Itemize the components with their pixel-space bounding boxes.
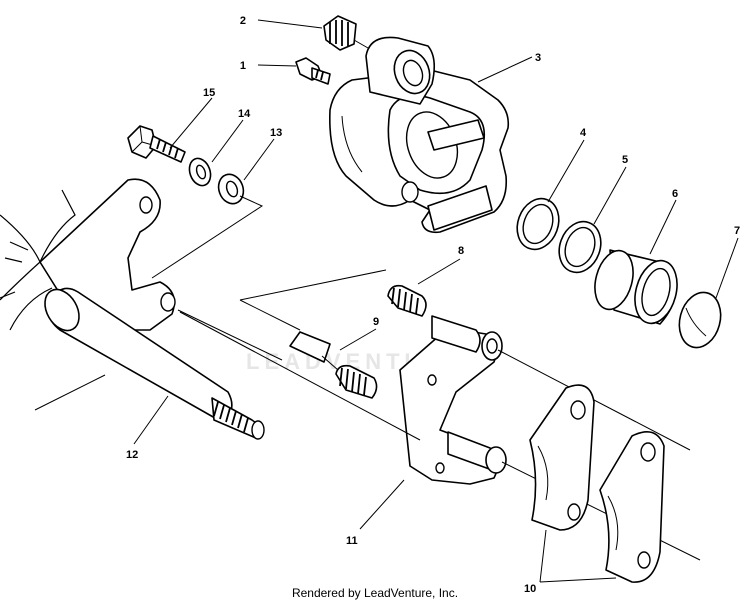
part-2-fitting bbox=[323, 15, 369, 51]
callout-8: 8 bbox=[458, 245, 464, 257]
footer-credit: Rendered by LeadVenture, Inc. bbox=[291, 586, 459, 600]
callout-9: 9 bbox=[373, 316, 379, 328]
callout-6: 6 bbox=[672, 188, 678, 200]
callout-10: 10 bbox=[524, 583, 536, 595]
callout-15: 15 bbox=[203, 87, 215, 99]
part-9-pin bbox=[289, 331, 378, 399]
callout-13: 13 bbox=[270, 127, 282, 139]
part-10-brake-pad-left bbox=[529, 384, 595, 531]
callout-14: 14 bbox=[238, 108, 251, 120]
part-4-seal bbox=[516, 197, 560, 251]
part-7-cap bbox=[678, 291, 722, 349]
part-11-mount-bracket bbox=[399, 315, 507, 485]
callout-4: 4 bbox=[580, 127, 587, 139]
part-1-bleeder-valve bbox=[295, 57, 331, 85]
callout-3: 3 bbox=[535, 52, 541, 64]
callout-7: 7 bbox=[734, 225, 740, 237]
part-13-flat-washer bbox=[217, 173, 245, 205]
part-6-piston bbox=[594, 249, 678, 325]
part-10-brake-pad-right bbox=[599, 430, 665, 583]
part-12-axle-bracket bbox=[34, 178, 265, 440]
part-8-spring bbox=[239, 269, 427, 331]
part-14-lock-washer bbox=[188, 157, 212, 187]
callout-12: 12 bbox=[126, 449, 138, 461]
callout-2: 2 bbox=[240, 15, 246, 27]
part-15-bolt bbox=[127, 125, 186, 163]
callout-5: 5 bbox=[622, 154, 628, 166]
callout-labels: 1 2 3 4 5 6 7 8 9 10 11 12 13 14 15 bbox=[126, 15, 740, 595]
leader-lines bbox=[133, 19, 739, 583]
callout-11: 11 bbox=[346, 535, 358, 547]
part-3-caliper-body bbox=[329, 36, 510, 234]
callout-1: 1 bbox=[240, 60, 246, 72]
part-5-seal bbox=[558, 220, 602, 274]
